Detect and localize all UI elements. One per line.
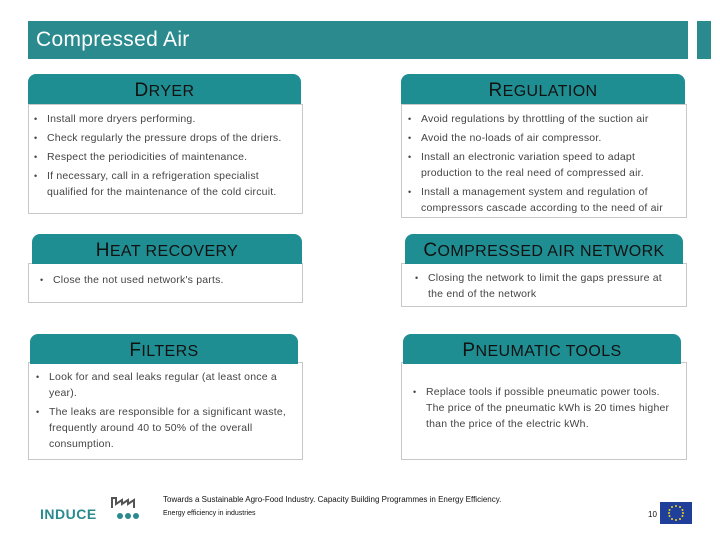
footer-subtitle: Energy efficiency in industries bbox=[163, 510, 256, 517]
network-list: Closing the network to limit the gaps pr… bbox=[412, 270, 680, 305]
regulation-list: Avoid regulations by throttling of the s… bbox=[405, 111, 683, 219]
list-item: Avoid regulations by throttling of the s… bbox=[405, 111, 683, 127]
heat-recovery-list: Close the not used network's parts. bbox=[37, 272, 297, 291]
pneumatic-tools-list: Replace tools if possible pneumatic powe… bbox=[410, 384, 680, 435]
list-item: Closing the network to limit the gaps pr… bbox=[412, 270, 680, 302]
list-item: Install more dryers performing. bbox=[31, 111, 299, 127]
list-item: Look for and seal leaks regular (at leas… bbox=[33, 369, 299, 401]
list-item: Install an electronic variation speed to… bbox=[405, 149, 683, 181]
eu-flag-icon bbox=[660, 502, 692, 524]
list-item: Respect the periodicities of maintenance… bbox=[31, 149, 299, 165]
list-item: Avoid the no-loads of air compressor. bbox=[405, 130, 683, 146]
filters-tab: Filters bbox=[30, 334, 298, 364]
list-item: Check regularly the pressure drops of th… bbox=[31, 130, 299, 146]
list-item: Close the not used network's parts. bbox=[37, 272, 297, 288]
accent-bar bbox=[697, 21, 711, 59]
dryer-tab: Dryer bbox=[28, 74, 301, 104]
list-item: Install a management system and regulati… bbox=[405, 184, 683, 216]
factory-icon bbox=[110, 494, 146, 522]
pneumatic-tools-heading: Pneumatic Tools bbox=[462, 340, 622, 361]
heat-recovery-heading: Heat Recovery bbox=[95, 240, 239, 261]
dryer-list: Install more dryers performing. Check re… bbox=[31, 111, 299, 203]
heat-recovery-tab: Heat Recovery bbox=[32, 234, 302, 264]
page-number: 10 bbox=[648, 510, 657, 519]
list-item: The leaks are responsible for a signific… bbox=[33, 404, 299, 452]
dryer-heading: Dryer bbox=[134, 80, 195, 101]
induce-logo: INDUCE bbox=[40, 506, 97, 522]
regulation-tab: Regulation bbox=[401, 74, 685, 104]
list-item: If necessary, call in a refrigeration sp… bbox=[31, 168, 299, 200]
list-item: Replace tools if possible pneumatic powe… bbox=[410, 384, 680, 432]
slide-title: Compressed Air bbox=[36, 28, 190, 51]
regulation-heading: Regulation bbox=[488, 80, 598, 101]
network-heading: Compressed Air Network bbox=[423, 240, 665, 261]
title-bar bbox=[28, 21, 688, 59]
footer-tagline: Towards a Sustainable Agro-Food Industry… bbox=[163, 495, 502, 504]
network-tab: Compressed Air Network bbox=[405, 234, 683, 264]
filters-heading: Filters bbox=[129, 340, 199, 361]
filters-list: Look for and seal leaks regular (at leas… bbox=[33, 369, 299, 455]
pneumatic-tools-tab: Pneumatic Tools bbox=[403, 334, 681, 364]
